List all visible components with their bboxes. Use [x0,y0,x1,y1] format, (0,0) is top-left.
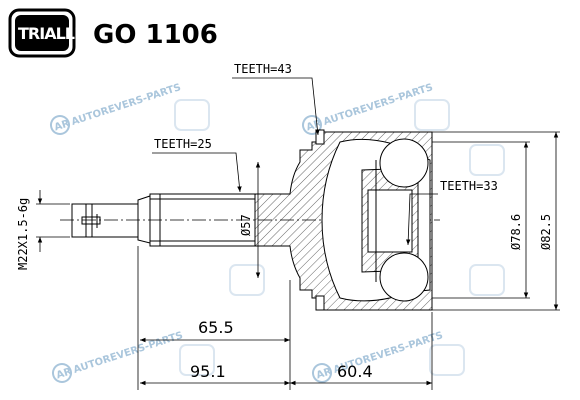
watermark-3: AR AUTOREVERS-PARTS [49,330,184,386]
watermark-text: AUTOREVERS-PARTS [322,82,434,128]
total-length-label: 95.1 [190,362,226,381]
watermark-logos [174,99,505,376]
watermark-4: AR AUTOREVERS-PARTS [309,330,444,386]
leader-lines [152,77,438,246]
housing-outer-diameter-label: Ø82.5 [539,214,553,250]
part-number: GO 1106 [93,20,218,50]
abs-ring [315,129,325,311]
housing-length-label: 60.4 [337,362,373,381]
brand-logo: TRIALLI [8,8,80,58]
watermark-1: AR AUTOREVERS-PARTS [47,82,182,138]
housing-diameter-dimension [432,131,560,311]
thread-dimension [36,190,70,252]
threaded-stub [71,195,151,244]
teeth-shaft-label: TEETH=25 [154,137,212,151]
shaft-diameter-label: Ø57 [239,214,253,236]
teeth-outer-label: TEETH=43 [234,62,292,76]
watermark-badge: AR [55,366,73,381]
watermark-badge: AR [315,366,333,381]
watermark-badge: AR [53,118,71,133]
teeth-inner-label: TEETH=33 [440,179,498,193]
shaft-length-label: 65.5 [198,318,234,337]
housing-inner-diameter-label: Ø78.6 [509,214,523,250]
watermark-text: AUTOREVERS-PARTS [70,82,182,128]
logo-text: TRIALLI [18,24,79,43]
outer-housing-body [254,131,433,311]
watermark-text: AUTOREVERS-PARTS [72,330,184,376]
length-dimensions [137,246,433,390]
thread-label: M22X1.5-6g [16,198,30,270]
